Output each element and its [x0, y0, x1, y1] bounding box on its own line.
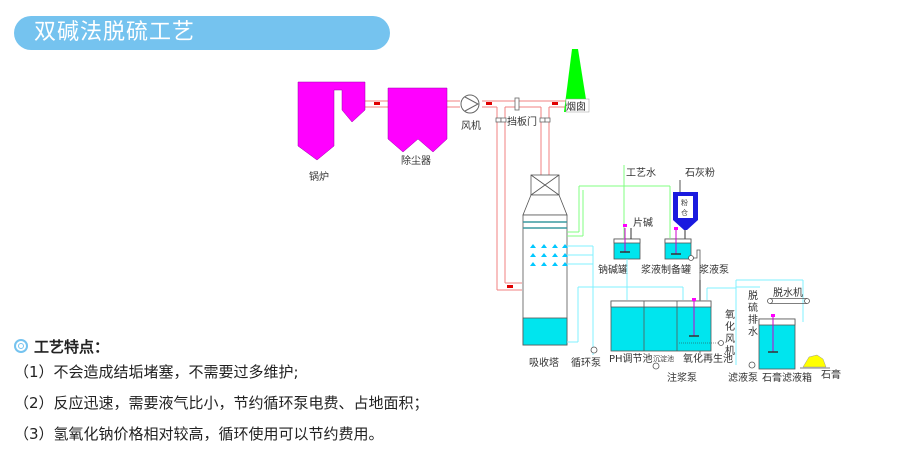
svg-text:排: 排 [748, 313, 758, 326]
gypsum-pile [802, 354, 827, 368]
gypsum-filtrate-tank-label: 石膏滤液箱 [762, 371, 812, 384]
svg-text:水: 水 [748, 326, 758, 338]
damper-icons [495, 97, 551, 123]
svg-text:硫: 硫 [748, 301, 758, 314]
svg-text:氧: 氧 [725, 308, 735, 321]
page-title: 双碱法脱硫工艺 [34, 20, 196, 45]
svg-text:化: 化 [725, 320, 735, 333]
dewatering-machine [767, 298, 810, 304]
dust-collector-label: 除尘器 [401, 154, 431, 167]
filtrate-pump-icon [748, 361, 756, 369]
powder-silo-label-2: 仓 [681, 208, 688, 217]
regeneration-tank-label: 氧化再生池 [683, 352, 733, 365]
absorber-label: 吸收塔 [529, 356, 559, 369]
chimney-label: 烟囱 [566, 100, 586, 113]
svg-text:风: 风 [725, 333, 735, 345]
fan-label: 风机 [461, 119, 481, 132]
svg-text:机: 机 [725, 344, 735, 357]
damper-label: 挡板门 [507, 115, 537, 128]
gypsum-label: 石膏 [821, 368, 841, 381]
feature-item: （1）不会造成结垢堵塞，不需要过多维护; [14, 363, 299, 381]
bullet-ring-icon [14, 339, 28, 353]
settling-tank-label: 沉淀池 [653, 354, 674, 363]
soda-tank-label: 钠碱罐 [598, 263, 628, 276]
feature-item: （3）氢氧化钠价格相对较高，循环使用可以节约费用。 [14, 425, 384, 443]
lime-powder-label: 石灰粉 [685, 166, 715, 179]
gypsum-filtrate-tank [758, 314, 796, 370]
dewatering-machine-label: 脱水机 [773, 286, 803, 299]
process-features: 工艺特点： （1）不会造成结垢堵塞，不需要过多维护; （2）反应迅速，需要液气比… [14, 335, 429, 450]
soda-tank [613, 224, 641, 260]
slurry-lines [567, 245, 804, 365]
slurry-prep-tank-label: 浆液制备罐 [641, 263, 691, 276]
fan-icon [460, 94, 480, 114]
dust-collector [387, 87, 448, 153]
filtrate-pump-label: 滤液泵 [728, 371, 758, 384]
powder-silo-label-1: 粉 [681, 198, 688, 207]
feature-item: （2）反应迅速，需要液气比小，节约循环泵电费、占地面积； [14, 394, 429, 412]
title-bar [14, 16, 390, 50]
circulation-pump-label: 循环泵 [571, 356, 601, 369]
boiler-label: 锅炉 [309, 171, 329, 183]
ph-tank-label: PH调节池 [609, 352, 653, 365]
circulation-pump-icon [590, 346, 598, 354]
injection-pump-label: 注浆泵 [667, 371, 697, 384]
absorber-tower [522, 174, 568, 346]
slurry-pump-label: 浆液泵 [699, 263, 729, 276]
desulfurization-drain-label: 脱 硫 排 水 [748, 289, 758, 338]
slurry-prep-tank [664, 227, 692, 260]
features-header: 工艺特点： [14, 335, 429, 357]
svg-text:脱: 脱 [748, 289, 758, 302]
oxidation-fan-label: 氧 化 风 机 [725, 308, 735, 357]
chimney [564, 49, 588, 112]
features-title: 工艺特点： [34, 337, 110, 356]
regeneration-tank-group [610, 298, 724, 352]
flow-markers [374, 102, 558, 288]
process-water-label: 工艺水 [626, 167, 656, 179]
caustic-flake-label: 片碱 [633, 216, 653, 229]
injection-pump-icon [652, 362, 660, 370]
boiler [297, 81, 366, 161]
spray-nozzles [530, 244, 568, 266]
